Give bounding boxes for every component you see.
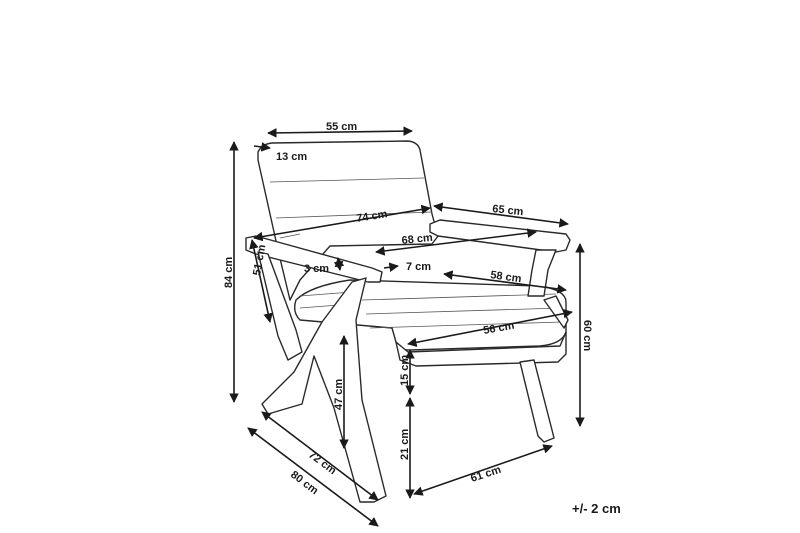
dim-line-7 [383,262,399,272]
label-68: 68 cm [401,232,433,247]
label-3: 3 cm [304,263,329,275]
label-15: 15 cm [399,355,411,386]
label-80: 80 cm [288,469,320,497]
label-47: 47 cm [333,379,345,410]
dim-line-80 [247,427,379,527]
dim-line-68 [375,228,537,256]
label-65: 65 cm [492,203,524,218]
dim-line-51 [249,239,273,323]
dim-line-13 [253,142,271,152]
label-61: 61 cm [469,464,503,485]
rear-right-leg [519,359,555,443]
dim-line-58 [443,270,567,294]
label-58: 58 cm [490,269,523,285]
label-74: 74 cm [356,208,389,225]
dim-line-55 [267,126,413,138]
dim-line-56 [407,308,573,348]
dim-line-65 [433,202,569,228]
label-56: 56 cm [482,320,515,337]
label-72: 72 cm [306,449,338,477]
label-21: 21 cm [399,429,411,460]
label-13: 13 cm [276,151,307,163]
dim-line-74 [253,204,431,242]
dim-line-3 [333,257,345,271]
dimension-lines [229,126,585,527]
label-60: 60 cm [581,320,593,351]
label-84: 84 cm [223,257,235,288]
label-55: 55 cm [326,121,357,133]
dim-line-61 [413,444,553,496]
label-7: 7 cm [406,261,431,273]
label-51: 51 cm [251,244,268,277]
tolerance-note: +/- 2 cm [572,501,621,516]
